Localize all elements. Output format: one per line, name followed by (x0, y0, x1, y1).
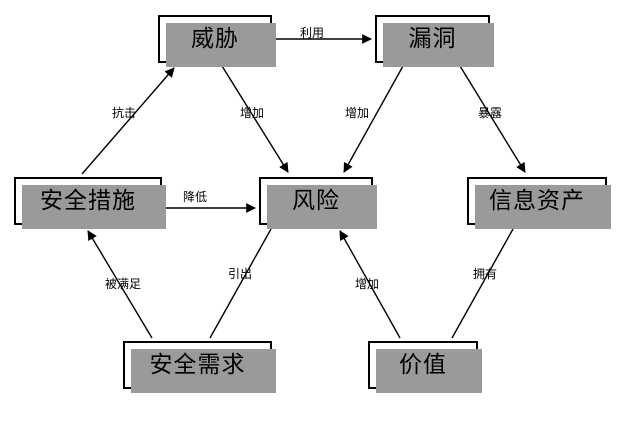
node-value[interactable]: 价值 (368, 341, 482, 393)
node-risk-label: 风险 (292, 187, 340, 214)
edge-label-own: 拥有 (473, 267, 498, 281)
edge-label-derive: 引出 (228, 267, 253, 281)
edge-value-owned-by-asset (451, 228, 514, 339)
node-information-asset-label: 信息资产 (489, 187, 585, 214)
node-security-requirement[interactable]: 安全需求 (123, 341, 276, 393)
node-security-measures-label: 安全措施 (40, 187, 136, 214)
edge-value-increases-risk (339, 230, 401, 339)
edge-label-satisfied: 被满足 (105, 277, 142, 291)
edge-vulnerability-increases-risk (343, 65, 404, 173)
edge-label-exploit: 利用 (300, 26, 325, 40)
node-vulnerability[interactable]: 漏洞 (375, 15, 494, 67)
node-threat-label: 威胁 (191, 25, 239, 52)
edge-label-reduce: 降低 (183, 190, 208, 204)
edge-requirement-satisfied-measures (87, 230, 153, 339)
node-threat[interactable]: 威胁 (158, 15, 276, 67)
edge-measures-resists-threat (81, 67, 175, 175)
node-vulnerability-label: 漏洞 (408, 25, 457, 52)
node-risk[interactable]: 风险 (259, 177, 377, 229)
edge-label-increase-threat-risk: 增加 (240, 106, 265, 120)
edge-requirement-derives-risk (209, 228, 272, 339)
node-security-measures[interactable]: 安全措施 (14, 177, 166, 229)
edge-label-increase-vulnerability-risk: 增加 (345, 106, 370, 120)
node-value-label: 价值 (399, 351, 447, 378)
edge-threat-increases-risk (221, 65, 289, 173)
edge-label-resist: 抗击 (112, 106, 137, 120)
node-information-asset[interactable]: 信息资产 (467, 177, 611, 229)
edge-vulnerability-exposes-asset (459, 65, 526, 173)
edge-label-expose: 暴露 (478, 106, 503, 120)
node-security-requirement-label: 安全需求 (149, 351, 246, 378)
edge-label-increase-value-risk: 增加 (355, 277, 380, 291)
